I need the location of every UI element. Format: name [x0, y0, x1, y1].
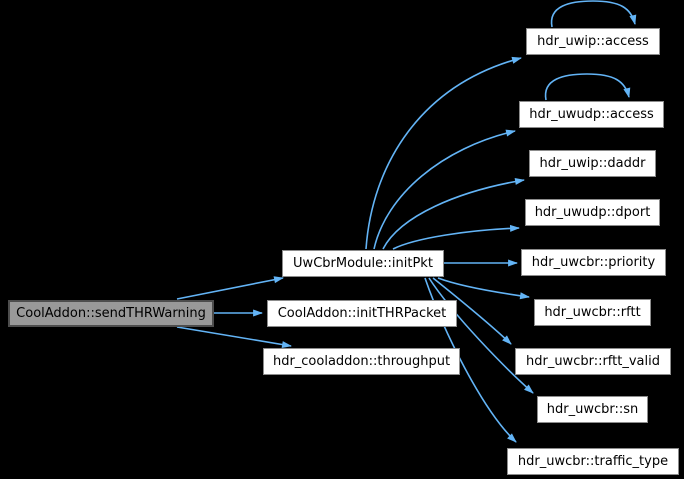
edge-initpkt-to-uwudp-access: [373, 129, 516, 250]
node-hdr-uwip-access[interactable]: hdr_uwip::access: [526, 28, 660, 55]
node-hdr-uwcbr-priority[interactable]: hdr_uwcbr::priority: [521, 249, 666, 276]
node-hdr-uwcbr-sn[interactable]: hdr_uwcbr::sn: [537, 396, 648, 423]
node-hdr-uwcbr-rftt[interactable]: hdr_uwcbr::rftt: [534, 299, 651, 326]
edge-initpkt-to-uwip-daddr: [382, 177, 525, 250]
node-hdr-uwcbr-traffic-type[interactable]: hdr_uwcbr::traffic_type: [507, 448, 679, 475]
node-cooladdon-initthrpacket[interactable]: CoolAddon::initTHRPacket: [267, 300, 457, 327]
node-hdr-uwudp-dport[interactable]: hdr_uwudp::dport: [525, 199, 660, 226]
node-hdr-uwip-daddr[interactable]: hdr_uwip::daddr: [529, 150, 656, 177]
edge-initpkt-to-rftt-valid: [432, 277, 512, 345]
edge-initpkt-to-traffic-type: [424, 277, 517, 443]
edge-initpkt-to-uwip-access: [365, 56, 522, 250]
edge-send-to-throughput: [176, 326, 292, 349]
node-hdr-uwcbr-rftt-valid[interactable]: hdr_uwcbr::rftt_valid: [515, 348, 671, 375]
edge-initpkt-to-rftt: [437, 277, 530, 300]
node-hdr-uwudp-access[interactable]: hdr_uwudp::access: [519, 101, 664, 128]
edge-initpkt-to-uwudp-dport: [392, 224, 520, 250]
edge-send-to-initpkt: [176, 276, 284, 300]
edge-initpkt-to-sn: [428, 277, 534, 394]
node-cooladdon-sendthrwarning: CoolAddon::sendTHRWarning: [8, 300, 214, 327]
edge-self-loop-uwip-access: [550, 0, 637, 28]
node-hdr-cooladdon-throughput[interactable]: hdr_cooladdon::throughput: [263, 348, 460, 375]
node-uwcbrmodule-initpkt[interactable]: UwCbrModule::initPkt: [282, 250, 444, 277]
edge-self-loop-uwudp-access: [544, 73, 631, 101]
